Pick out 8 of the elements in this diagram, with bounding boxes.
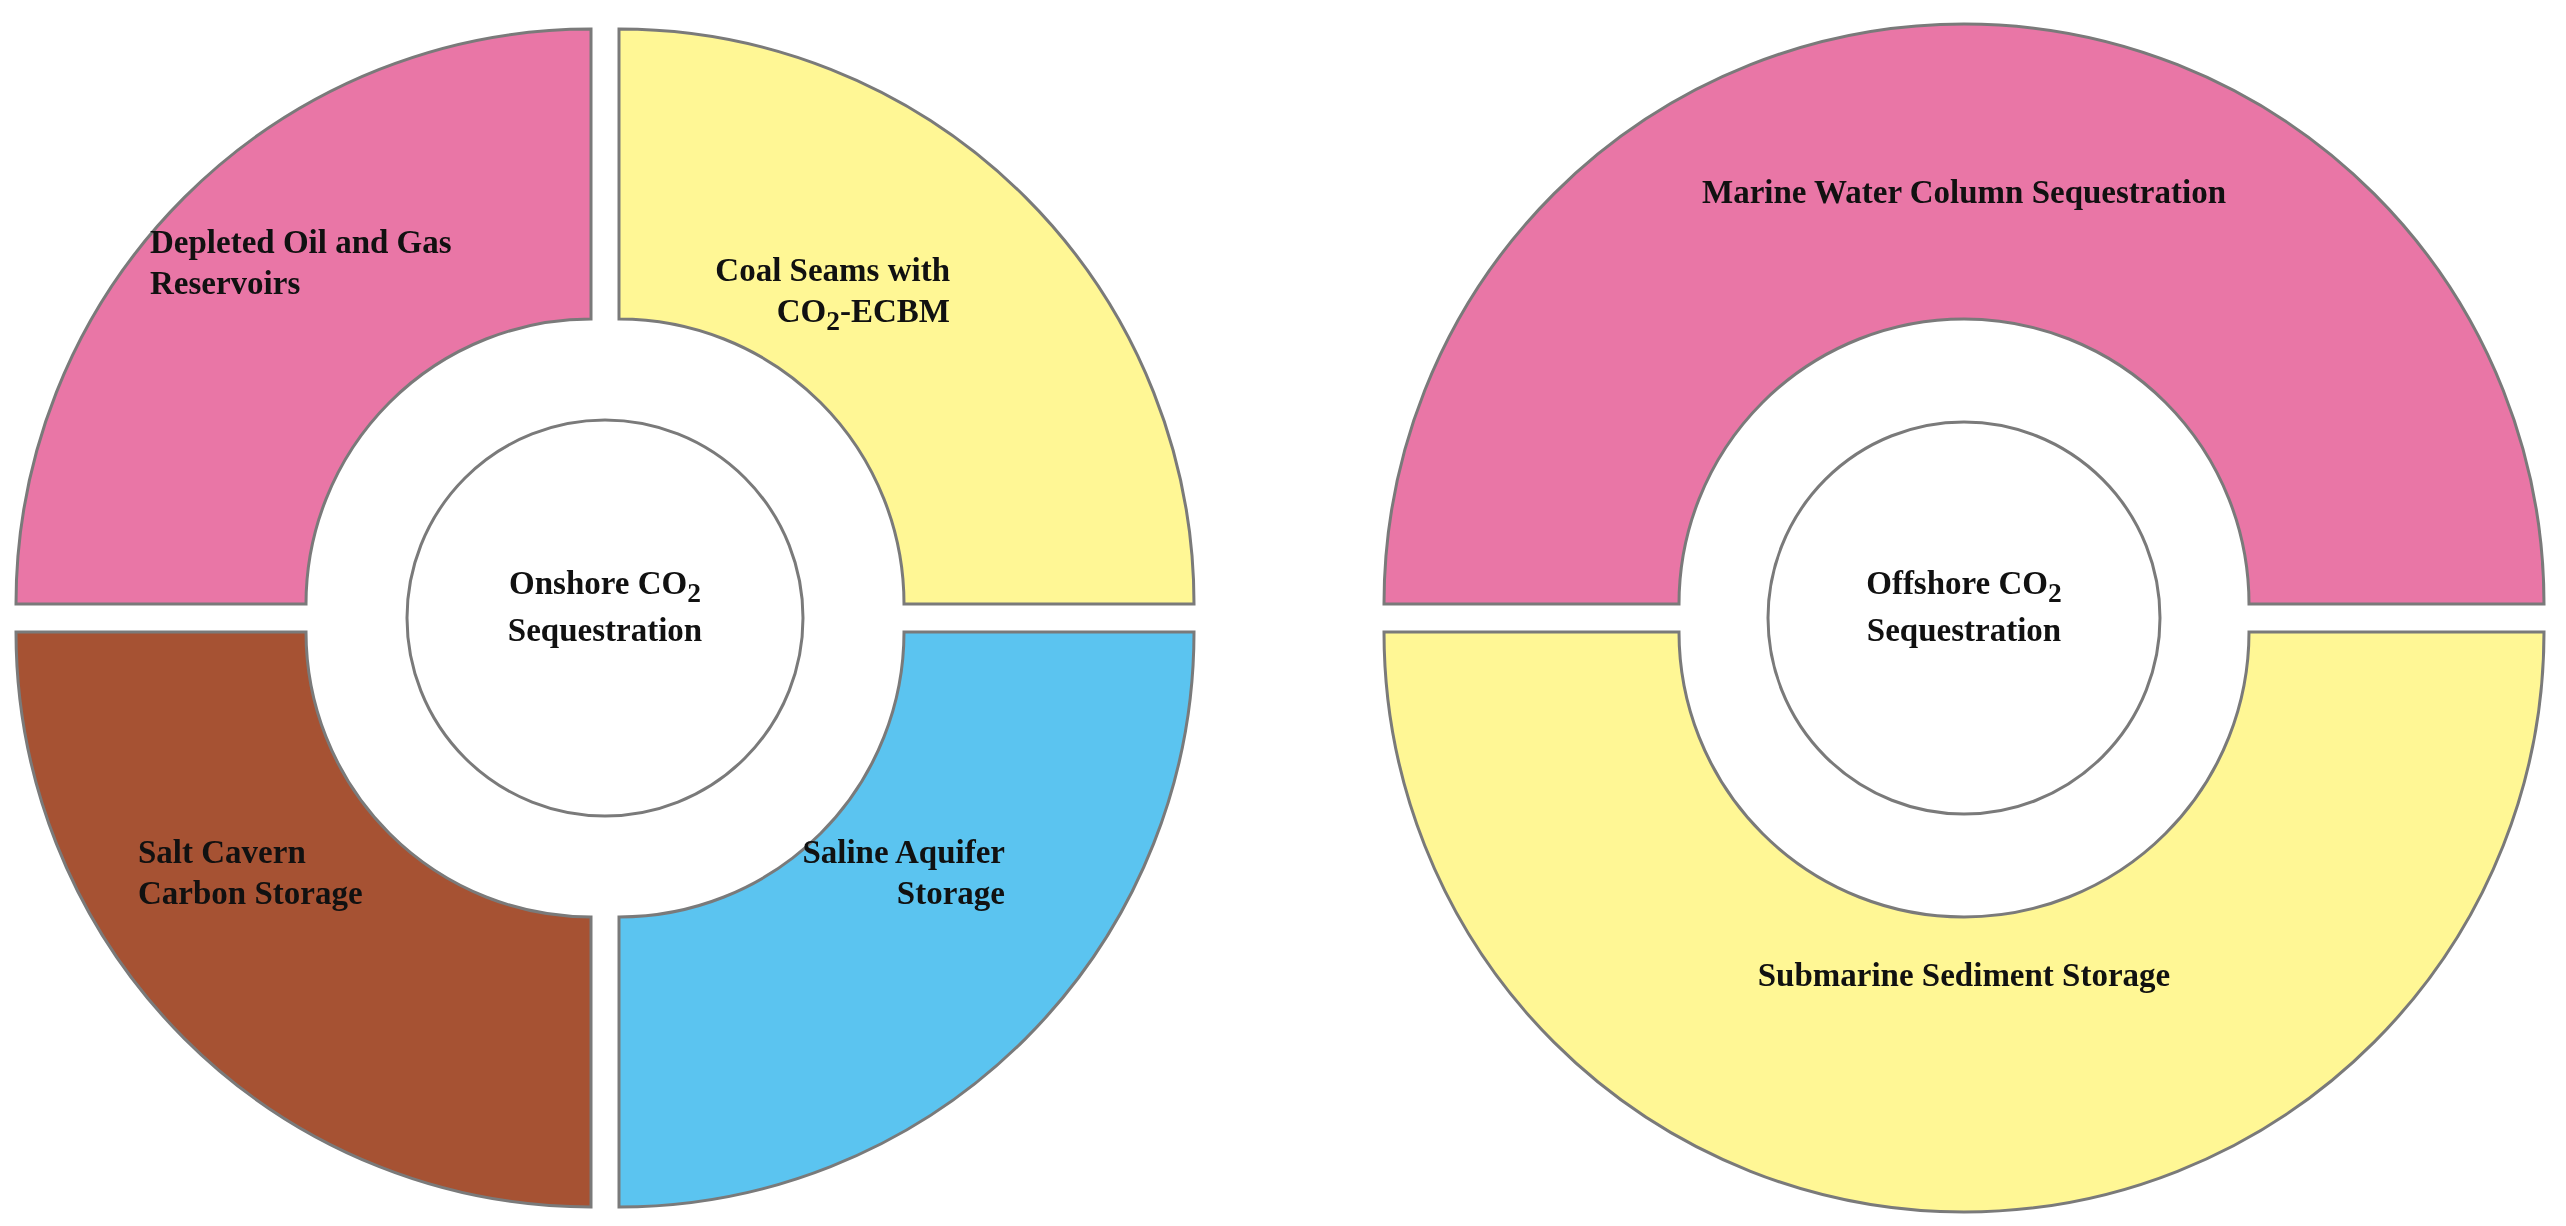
segment-label: Saline Aquifer Storage (801, 833, 1005, 914)
segment-label: Depleted Oil and Gas Reservoirs (150, 223, 453, 304)
segment-label: Submarine Sediment Storage (1756, 956, 2172, 995)
segment-label: Coal Seams with CO$_{2}$-ECBM (714, 251, 950, 338)
center-label: Offshore CO$_{2}$ Sequestration (1865, 564, 2063, 650)
segment-label: Salt Cavern Carbon Storage (138, 833, 364, 914)
segment-label: Marine Water Column Sequestration (1701, 173, 2227, 212)
center-label: Onshore CO$_{2}$ Sequestration (506, 564, 704, 650)
